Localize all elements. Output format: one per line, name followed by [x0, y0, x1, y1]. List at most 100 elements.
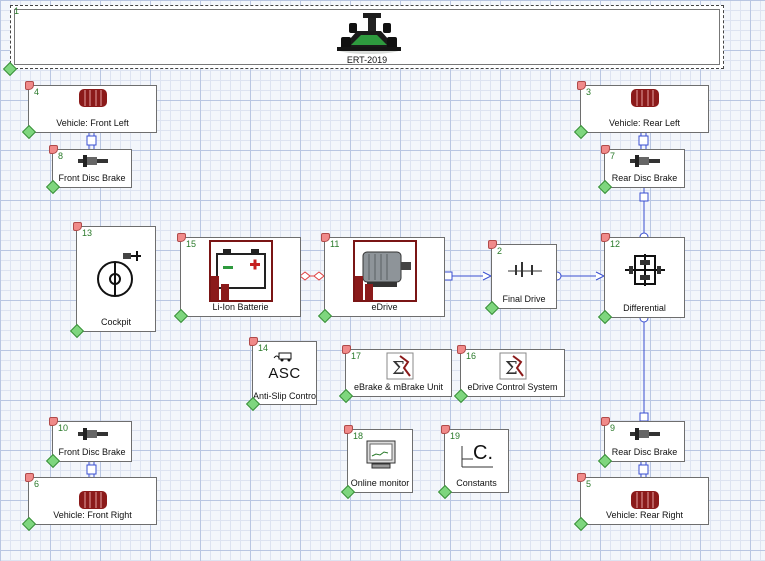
block-number: 17: [351, 351, 362, 361]
front-disc-brake-block-10[interactable]: 10 Front Disc Brake: [45, 417, 132, 469]
edrive-block[interactable]: 11 eDrive: [317, 233, 445, 324]
block-label: Front Disc Brake: [58, 173, 126, 183]
block-number: 12: [610, 239, 621, 249]
flag-marker: [73, 222, 82, 231]
block-number: 11: [330, 239, 340, 249]
block-number: 4: [34, 87, 40, 97]
flag-marker: [49, 145, 58, 154]
block-label: eBrake & mBrake Unit: [353, 382, 444, 392]
port-diff-in: [595, 271, 606, 281]
flag-marker: [25, 81, 34, 90]
block-label: Final Drive: [502, 294, 546, 304]
front-disc-brake-block-8[interactable]: 8 Front Disc Brake: [45, 145, 132, 195]
port-edrive-electric: [313, 271, 325, 281]
block-label: Rear Disc Brake: [611, 447, 678, 457]
disc-brake-icon: [78, 155, 108, 167]
block-number: 19: [450, 431, 461, 441]
constant-graph-icon: [461, 446, 493, 468]
vehicle-rear-right-block[interactable]: 5 Vehicle: Rear Right: [573, 473, 709, 532]
flag-marker: [601, 145, 610, 154]
port-diff-bottom: [639, 317, 649, 323]
anti-slip-control-block[interactable]: 14 ASC Anti-Slip Contro: [245, 337, 317, 412]
control-function-icon: Σ: [499, 352, 527, 380]
tire-icon: [631, 491, 659, 509]
model-title-block[interactable]: 1 ERT-2019: [2, 5, 724, 77]
block-label: Vehicle: Rear Left: [608, 118, 681, 128]
port-diff-top: [639, 232, 649, 238]
constants-block[interactable]: 19 C. Constants: [437, 425, 509, 500]
tire-icon: [79, 491, 107, 509]
block-number: 13: [82, 228, 93, 238]
port-rear-left: [638, 135, 649, 146]
block-number: 10: [58, 423, 69, 433]
block-label: eDrive: [371, 302, 398, 312]
block-number: 18: [353, 431, 364, 441]
electric-motor-icon: [353, 240, 417, 302]
disc-brake-icon: [630, 155, 660, 167]
block-label: Constants: [456, 478, 497, 488]
constant-symbol-icon: C.: [473, 442, 493, 464]
block-label: Differential: [623, 303, 666, 313]
rear-disc-brake-block-9[interactable]: 9 Rear Disc Brake: [597, 417, 685, 469]
block-label: Li-Ion Batterie: [212, 302, 269, 312]
block-number: 8: [58, 151, 64, 161]
traction-symbol-icon: [273, 352, 292, 362]
rear-disc-brake-block-7[interactable]: 7 Rear Disc Brake: [597, 145, 685, 195]
flag-marker: [249, 337, 258, 346]
battery-icon: [209, 240, 273, 302]
block-number: 16: [466, 351, 477, 361]
monitor-icon: [366, 440, 396, 469]
port-battery: [299, 271, 311, 281]
port-brake9: [639, 412, 649, 422]
block-number: 14: [258, 343, 269, 353]
svg-text:Σ: Σ: [505, 358, 518, 379]
block-label: Rear Disc Brake: [611, 173, 678, 183]
flag-marker: [344, 425, 353, 434]
differential-block[interactable]: 12 Differential: [597, 233, 685, 325]
control-function-icon: Σ: [386, 352, 414, 380]
asc-icon: ASC: [268, 365, 301, 382]
flag-marker: [321, 233, 330, 242]
block-label: Front Disc Brake: [58, 447, 126, 457]
flag-marker: [577, 473, 586, 482]
block-number: 15: [186, 239, 197, 249]
block-number: 1: [14, 6, 20, 16]
cockpit-block[interactable]: 13 Cockpit: [69, 222, 156, 339]
model-title: ERT-2019: [346, 55, 388, 65]
disc-brake-icon: [78, 428, 108, 440]
block-label: eDrive Control System: [467, 382, 558, 392]
online-monitor-block[interactable]: 18 Online monitor: [340, 425, 413, 500]
port-finaldrive-out: [556, 271, 562, 281]
flag-marker: [49, 417, 58, 426]
block-label: Vehicle: Front Right: [53, 510, 132, 520]
steering-wheel-icon: [97, 251, 141, 297]
tire-icon: [79, 89, 107, 107]
flag-marker: [177, 233, 186, 242]
tire-icon: [631, 89, 659, 107]
vehicle-front-right-block[interactable]: 6 Vehicle: Front Right: [21, 473, 157, 532]
race-car-icon: [337, 13, 401, 54]
flag-marker: [25, 473, 34, 482]
flag-marker: [601, 417, 610, 426]
block-label: Cockpit: [100, 317, 131, 327]
flag-marker: [488, 240, 497, 249]
model-title-frame: [14, 9, 720, 65]
port-finaldrive-in: [482, 271, 493, 281]
final-drive-block[interactable]: 2 Final Drive: [484, 240, 557, 316]
ebrake-mbrake-unit-block[interactable]: 17 Σ eBrake & mBrake Unit: [338, 345, 452, 404]
port-rear-right: [638, 464, 649, 475]
flag-marker: [342, 345, 351, 354]
edrive-control-system-block[interactable]: 16 Σ eDrive Control System: [453, 345, 565, 404]
vehicle-rear-left-block[interactable]: 3 Vehicle: Rear Left: [573, 81, 709, 140]
block-label: Vehicle: Rear Right: [605, 510, 684, 520]
vehicle-front-left-block[interactable]: 4 Vehicle: Front Left: [21, 81, 157, 140]
li-ion-battery-block[interactable]: 15 Li-Ion Batterie: [173, 233, 301, 324]
gear-reduction-icon: [508, 262, 542, 277]
flag-marker: [601, 233, 610, 242]
block-number: 5: [586, 479, 592, 489]
block-number: 6: [34, 479, 40, 489]
block-label: Vehicle: Front Left: [56, 118, 129, 128]
block-number: 2: [497, 246, 503, 256]
disc-brake-icon: [630, 428, 660, 440]
